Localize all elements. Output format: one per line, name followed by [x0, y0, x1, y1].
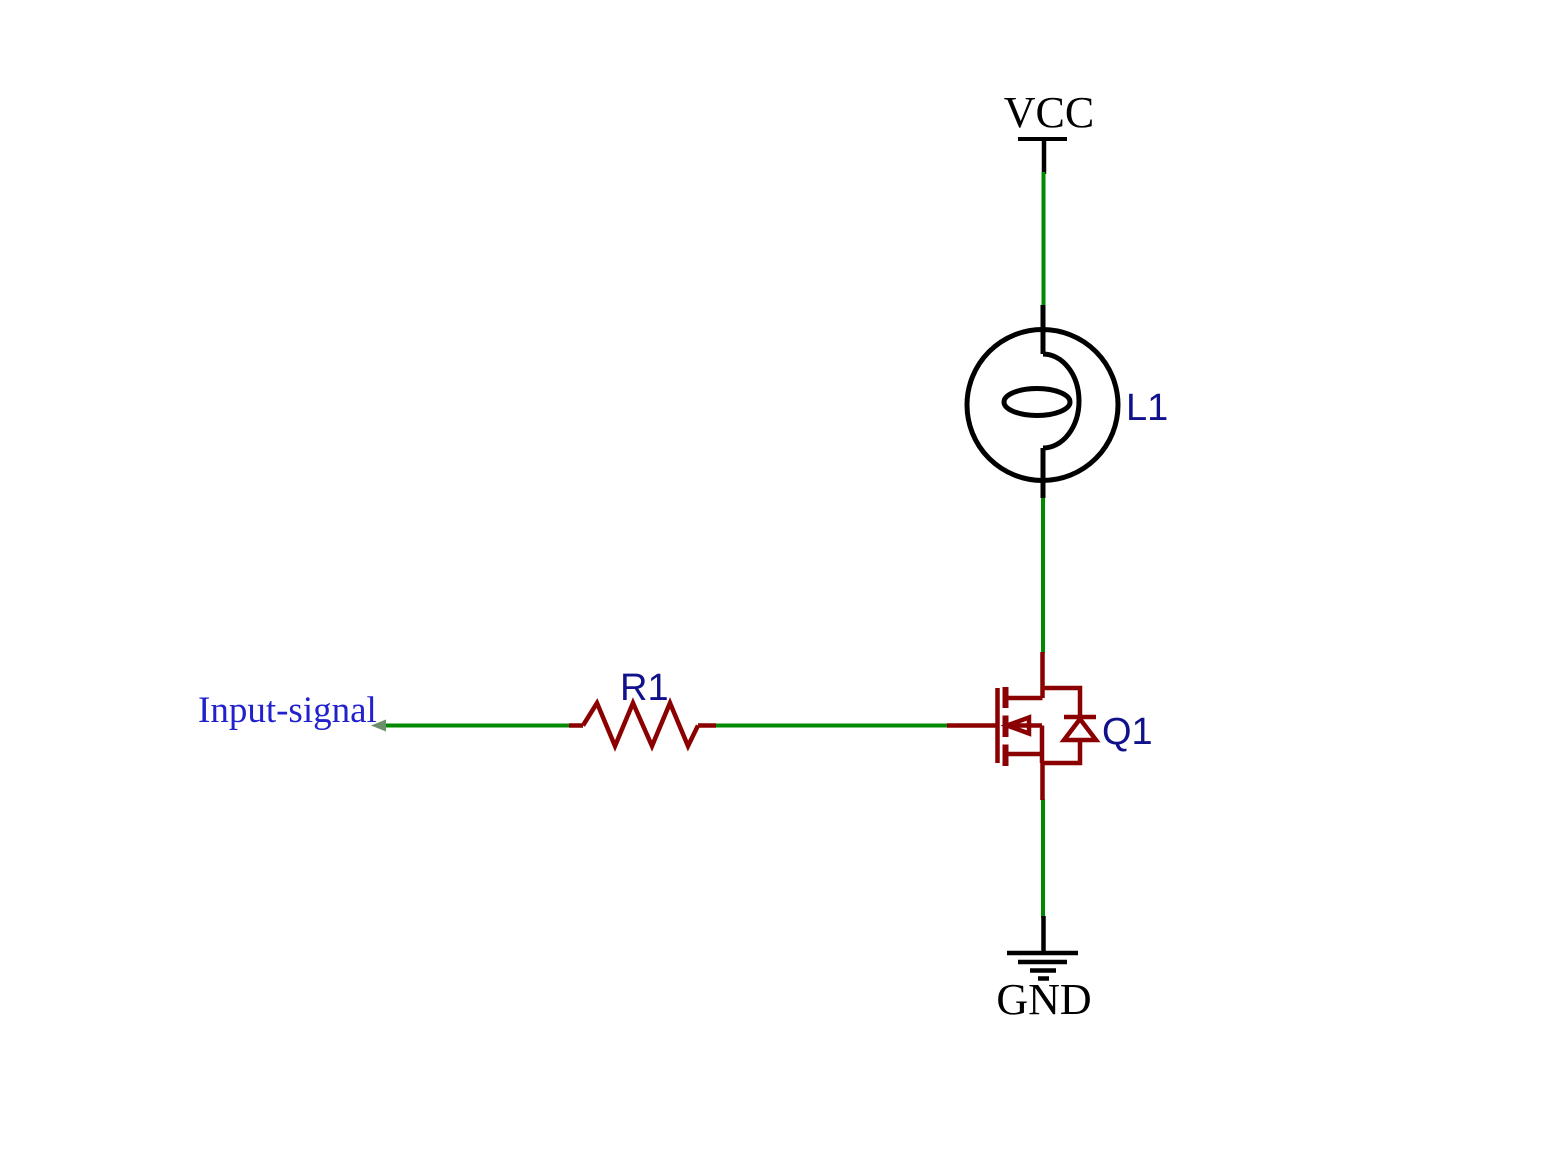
lamp-ref-label[interactable]: L1	[1126, 387, 1168, 429]
mosfet-body-arrow-icon	[1000, 714, 1032, 737]
lamp-filament-arc	[1042, 351, 1082, 451]
gnd-ground-symbol[interactable]: GND	[996, 916, 1092, 1024]
mosfet-symbol-Q1[interactable]: Q1	[947, 652, 1153, 800]
resistor-symbol-R1[interactable]: R1	[569, 667, 716, 752]
vcc-label: VCC	[1004, 88, 1094, 137]
mosfet-diode-triangle	[1059, 715, 1101, 743]
input-signal-label: Input-signal	[198, 690, 377, 731]
resistor-zigzag	[581, 697, 701, 752]
lamp-symbol-L1[interactable]: L1	[964, 305, 1168, 498]
mosfet-ref-label[interactable]: Q1	[1102, 711, 1153, 753]
mosfet-diode-rail	[1042, 685, 1083, 766]
resistor-ref-label[interactable]: R1	[620, 667, 669, 709]
mosfet-source-path	[1007, 725, 1045, 800]
lamp-filament-loop	[1001, 386, 1073, 418]
vcc-power-symbol[interactable]: VCC	[1004, 88, 1094, 174]
input-port-arrow-icon	[371, 719, 386, 732]
input-signal-port[interactable]: Input-signal	[198, 690, 386, 732]
gnd-label: GND	[996, 975, 1091, 1024]
mosfet-drain-path	[1007, 652, 1045, 701]
